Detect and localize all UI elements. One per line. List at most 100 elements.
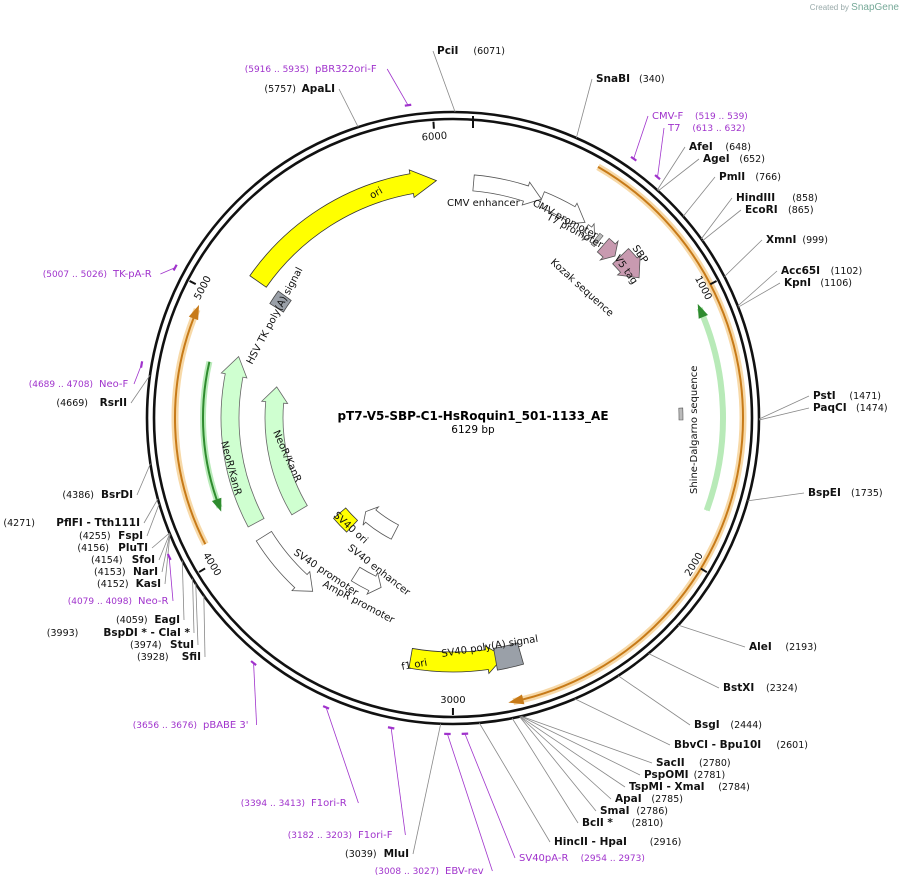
enzyme-name[interactable]: PluTI: [118, 542, 148, 554]
enzyme-site[interactable]: BsrDI(4386): [62, 463, 151, 501]
sv40-polya-feature[interactable]: [493, 642, 525, 671]
enzyme-site[interactable]: StuI(3974): [130, 583, 199, 651]
enzyme-name[interactable]: PmlI: [719, 171, 745, 183]
ori-feature[interactable]: [249, 169, 438, 288]
enzyme-site[interactable]: MluI(3039): [345, 723, 442, 860]
sv40-ori-feature[interactable]: [332, 507, 359, 533]
enzyme-site[interactable]: SnaBI(340): [575, 73, 665, 139]
enzyme-site[interactable]: SfoI(4154): [91, 533, 171, 566]
enzyme-site[interactable]: SfiI(3928): [137, 595, 206, 663]
enzyme-site[interactable]: SmaI(2786): [519, 716, 668, 817]
enzyme-name[interactable]: BspEI: [808, 487, 841, 499]
enzyme-site[interactable]: BspDI * - ClaI *(3993): [47, 578, 195, 639]
enzyme-name[interactable]: StuI: [170, 639, 194, 651]
enzyme-site[interactable]: RsrII(4669): [56, 374, 151, 409]
enzyme-site[interactable]: HindIII(858): [700, 192, 818, 240]
primer-site[interactable]: Neo-F(4689 .. 4708): [29, 361, 144, 390]
enzyme-name[interactable]: PaqCI: [813, 402, 847, 414]
enzyme-site[interactable]: PluTI(4156): [77, 532, 170, 554]
enzyme-name[interactable]: NarI: [133, 566, 158, 578]
primer-name[interactable]: T7: [667, 123, 680, 134]
enzyme-site[interactable]: NarI(4153): [94, 533, 171, 578]
enzyme-name[interactable]: HincII - HpaI: [554, 836, 627, 848]
enzyme-name[interactable]: FspI: [118, 530, 143, 542]
enzyme-site[interactable]: XmnI(999): [724, 234, 828, 277]
primer-name[interactable]: Neo-R: [138, 596, 169, 607]
cmv-enhancer-feature[interactable]: [472, 174, 543, 206]
sv40-enhancer-feature[interactable]: [362, 505, 400, 540]
enzyme-site[interactable]: PaqCI(1474): [758, 402, 888, 421]
enzyme-name[interactable]: RsrII: [100, 397, 127, 409]
enzyme-name[interactable]: BsgI: [694, 719, 720, 731]
enzyme-name[interactable]: HindIII: [736, 192, 775, 204]
sv40-promoter-feature[interactable]: [255, 530, 314, 592]
enzyme-site[interactable]: AleI(2193): [678, 624, 817, 653]
enzyme-site[interactable]: PstI(1471): [758, 390, 881, 420]
primer-site[interactable]: F1ori-R(3394 .. 3413): [241, 705, 359, 809]
hsv-tk-polya-feature[interactable]: [269, 290, 292, 313]
primer-name[interactable]: pBABE 3': [203, 720, 249, 731]
enzyme-site[interactable]: PflFI - Tth111I(4271): [3, 498, 159, 529]
enzyme-name[interactable]: PciI: [437, 45, 458, 57]
enzyme-site[interactable]: PmlI(766): [682, 171, 781, 217]
primer-site[interactable]: F1ori-F(3182 .. 3203): [288, 726, 406, 841]
enzyme-site[interactable]: KpnI(1106): [738, 277, 852, 308]
shine-dalgarno-feature[interactable]: [678, 407, 684, 421]
enzyme-name[interactable]: EcoRI: [745, 204, 778, 216]
primer-site[interactable]: Neo-R(4079 .. 4098): [68, 553, 174, 607]
primer-site[interactable]: EBV-rev(3008 .. 3027): [375, 732, 493, 877]
enzyme-name[interactable]: PspOMI: [644, 769, 689, 781]
primer-name[interactable]: SV40pA-R: [519, 853, 568, 864]
enzyme-site[interactable]: AfeI(648): [656, 141, 751, 191]
enzyme-site[interactable]: FspI(4255): [79, 503, 160, 542]
primer-site[interactable]: pBR322ori-F(5916 .. 5935): [245, 64, 412, 107]
enzyme-site[interactable]: BclI *(2810): [511, 718, 663, 829]
enzyme-name[interactable]: ApaI: [615, 793, 642, 805]
enzyme-site[interactable]: SacII(2780): [521, 715, 731, 769]
enzyme-name[interactable]: Acc65I: [781, 265, 820, 277]
enzyme-name[interactable]: PflFI - Tth111I: [56, 517, 140, 529]
enzyme-name[interactable]: AleI: [749, 641, 772, 653]
primer-name[interactable]: EBV-rev: [445, 866, 484, 877]
enzyme-name[interactable]: BspDI * - ClaI *: [103, 627, 190, 639]
kozak-feature[interactable]: [590, 232, 604, 248]
orf-main[interactable]: [513, 165, 744, 703]
neor-kanr-feature-2[interactable]: [260, 386, 308, 516]
enzyme-name[interactable]: SfoI: [132, 554, 155, 566]
enzyme-name[interactable]: KpnI: [784, 277, 811, 289]
enzyme-site[interactable]: KasI(4152): [97, 534, 171, 590]
orf-left[interactable]: [174, 308, 207, 545]
neor-kanr-feature-1[interactable]: [220, 355, 265, 528]
t7-promoter-feature[interactable]: [580, 222, 596, 241]
enzyme-site[interactable]: PspOMI(2781): [520, 715, 725, 781]
enzyme-name[interactable]: BbvCI - Bpu10I: [674, 739, 761, 751]
enzyme-site[interactable]: TspMI - XmaI(2784): [519, 716, 750, 793]
enzyme-site[interactable]: HincII - HpaI(2916): [478, 722, 681, 848]
enzyme-name[interactable]: BstXI: [723, 682, 754, 694]
orf-neo[interactable]: [202, 361, 221, 508]
enzyme-site[interactable]: EagI(4059): [116, 560, 185, 626]
primer-site[interactable]: TK-pA-R(5007 .. 5026): [43, 264, 178, 280]
primer-name[interactable]: pBR322ori-F: [315, 64, 377, 75]
enzyme-site[interactable]: BspEI(1735): [747, 487, 883, 502]
primer-name[interactable]: TK-pA-R: [112, 269, 152, 280]
ampr-promoter-feature[interactable]: [350, 566, 382, 596]
enzyme-name[interactable]: BclI *: [582, 817, 613, 829]
enzyme-site[interactable]: BsgI(2444): [617, 675, 762, 731]
enzyme-name[interactable]: AgeI: [703, 153, 730, 165]
sbp-feature[interactable]: [612, 247, 641, 279]
enzyme-name[interactable]: SacII: [656, 757, 685, 769]
enzyme-name[interactable]: ApaLI: [302, 83, 335, 95]
primer-name[interactable]: F1ori-F: [358, 830, 393, 841]
enzyme-site[interactable]: EcoRI(865): [702, 204, 814, 242]
primer-site[interactable]: pBABE 3'(3656 .. 3676): [133, 660, 257, 731]
enzyme-name[interactable]: SnaBI: [596, 73, 630, 85]
primer-name[interactable]: CMV-F: [652, 111, 683, 122]
enzyme-site[interactable]: BbvCI - Bpu10I(2601): [574, 698, 808, 751]
enzyme-site[interactable]: BstXI(2324): [648, 653, 798, 694]
enzyme-name[interactable]: AfeI: [689, 141, 713, 153]
enzyme-name[interactable]: KasI: [136, 578, 161, 590]
enzyme-name[interactable]: PstI: [813, 390, 836, 402]
primer-site[interactable]: T7(613 .. 632): [654, 123, 745, 181]
enzyme-name[interactable]: BsrDI: [101, 489, 133, 501]
